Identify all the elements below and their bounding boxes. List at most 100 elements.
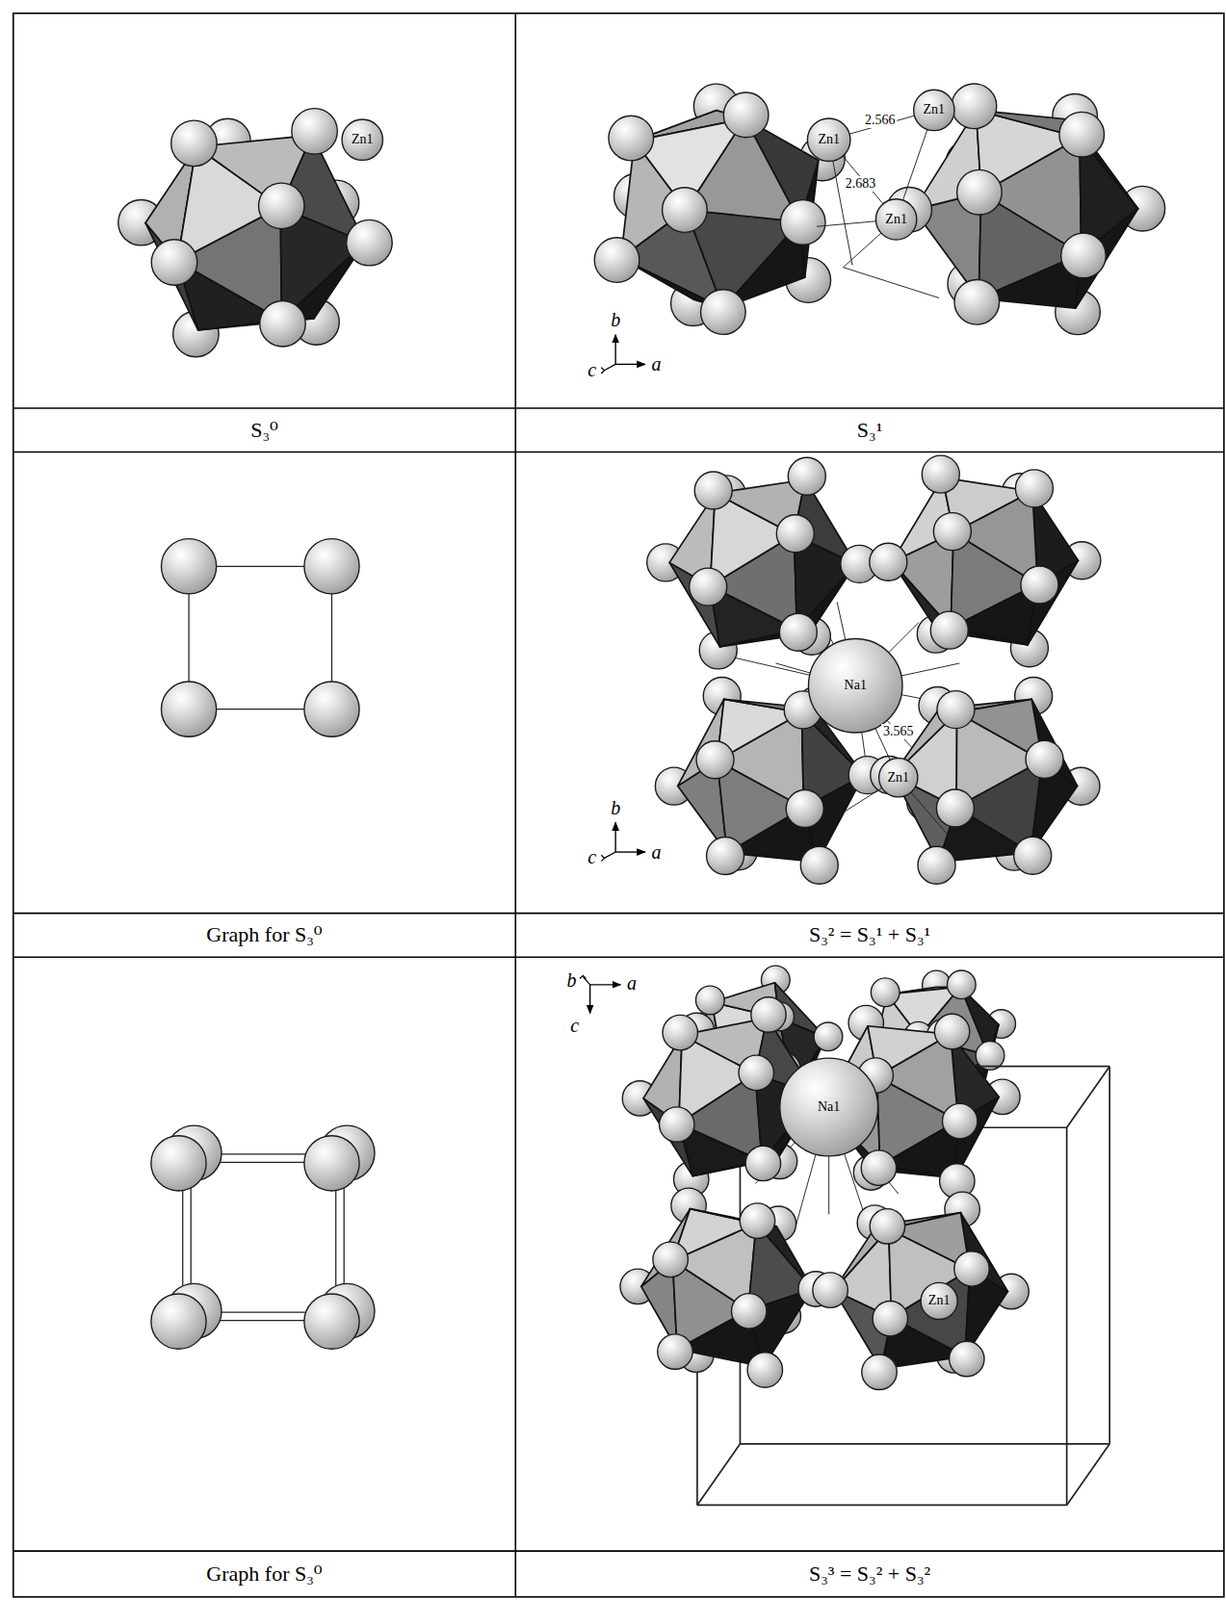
axis-label: c bbox=[570, 1016, 579, 1036]
atom-sphere bbox=[860, 1150, 896, 1186]
atom-sphere bbox=[812, 1273, 848, 1308]
graph-vertex bbox=[151, 1136, 207, 1192]
panel-s31 bbox=[594, 83, 1165, 374]
atom-sphere bbox=[780, 200, 826, 246]
axis-arrow bbox=[589, 985, 591, 1015]
cell-edge bbox=[1067, 1444, 1111, 1507]
table-rule bbox=[13, 1550, 1225, 1553]
atom-sphere bbox=[1025, 740, 1064, 779]
axis-label: a bbox=[652, 842, 662, 862]
panel-s30 bbox=[118, 108, 392, 358]
atom-sphere bbox=[171, 120, 217, 166]
axis-label: b bbox=[610, 310, 621, 330]
atom-sphere bbox=[930, 611, 968, 650]
atom-sphere bbox=[779, 613, 817, 652]
atom-sphere bbox=[879, 758, 918, 798]
atom-sphere bbox=[946, 970, 976, 1000]
atom-sphere bbox=[594, 237, 640, 284]
atom-sphere bbox=[695, 986, 725, 1016]
coordination-polyhedron bbox=[647, 457, 879, 670]
atom-sphere bbox=[954, 279, 1000, 325]
caption-text: S₃³ = S₃² + S₃² bbox=[808, 1562, 931, 1588]
atom-sphere bbox=[1061, 233, 1107, 279]
table-rule bbox=[13, 451, 1225, 454]
caption-text: S₃¹ bbox=[857, 417, 884, 444]
axis-triad bbox=[600, 822, 646, 861]
panel-s32 bbox=[600, 455, 1101, 885]
panel-s33 bbox=[579, 965, 1110, 1506]
atom-sphere bbox=[861, 1355, 897, 1390]
graph-vertex bbox=[160, 539, 216, 595]
graph-double-square bbox=[151, 1125, 375, 1350]
atom-sphere bbox=[787, 457, 826, 496]
atom-sphere bbox=[920, 1282, 958, 1320]
atom-sphere bbox=[751, 997, 786, 1033]
axis-triad bbox=[600, 335, 646, 374]
coordination-polyhedron bbox=[869, 455, 1101, 668]
drawing-group bbox=[13, 13, 1225, 1598]
atom-sphere bbox=[813, 1022, 843, 1052]
caption-cell: S₃² = S₃¹ + S₃¹ bbox=[515, 913, 1225, 959]
atom-sphere bbox=[1059, 111, 1105, 157]
atom-sphere bbox=[151, 239, 197, 286]
atom-label: Zn1 bbox=[817, 132, 840, 147]
atom-label: Na1 bbox=[817, 1100, 840, 1115]
atom-sphere bbox=[869, 1209, 905, 1245]
atom-sphere bbox=[662, 187, 708, 234]
atom-sphere bbox=[800, 846, 838, 885]
atom-sphere bbox=[776, 515, 814, 553]
graph-vertex bbox=[304, 1136, 360, 1192]
coordination-polyhedron bbox=[803, 1005, 1020, 1200]
table-rule bbox=[13, 912, 1225, 915]
distance-label: 3.565 bbox=[881, 724, 916, 740]
atom-label: Zn1 bbox=[886, 771, 910, 785]
atom-label: Zn1 bbox=[885, 212, 908, 227]
cell-edge bbox=[739, 1443, 1110, 1446]
atom-sphere bbox=[1020, 566, 1059, 604]
atom-sphere bbox=[689, 568, 728, 606]
caption-cell: S₃¹ bbox=[515, 408, 1225, 453]
coordination-polyhedron bbox=[118, 108, 392, 358]
axis-label: c bbox=[587, 360, 597, 380]
caption-text: S₃² = S₃¹ + S₃¹ bbox=[808, 922, 931, 948]
atom-label: Zn1 bbox=[923, 103, 946, 117]
atom-sphere bbox=[747, 1353, 783, 1388]
axis-arrow bbox=[590, 984, 622, 986]
atom-sphere bbox=[869, 543, 908, 581]
atom-sphere bbox=[694, 471, 732, 510]
axis-arrow bbox=[615, 364, 646, 366]
atom-sphere bbox=[608, 115, 654, 161]
caption-cell: S₃⁰ bbox=[13, 408, 516, 453]
graph-vertex bbox=[304, 1294, 360, 1350]
axis-label: c bbox=[587, 847, 597, 867]
cell-edge bbox=[697, 1444, 741, 1507]
atom-sphere bbox=[706, 836, 745, 875]
atom-sphere bbox=[696, 741, 734, 780]
coordination-polyhedron bbox=[812, 1192, 1029, 1390]
atom-sphere bbox=[951, 83, 997, 130]
unit-cell bbox=[697, 1067, 1110, 1507]
graph-vertex bbox=[304, 681, 360, 737]
cell-edge bbox=[1067, 1067, 1111, 1129]
graph-vertex bbox=[160, 681, 216, 737]
table-rule bbox=[514, 13, 517, 1598]
cell-edge bbox=[697, 1505, 1068, 1508]
atom-sphere bbox=[1014, 836, 1052, 875]
caption-cell: S₃³ = S₃² + S₃² bbox=[515, 1551, 1225, 1598]
atom-sphere bbox=[739, 1203, 775, 1239]
axis-label: a bbox=[652, 354, 662, 374]
atom-sphere bbox=[933, 513, 971, 551]
atom-sphere bbox=[657, 1334, 693, 1370]
axis-hook bbox=[579, 975, 591, 986]
caption-cell: Graph for S₃⁰ bbox=[13, 913, 516, 959]
atom-sphere bbox=[723, 92, 769, 138]
atom-sphere bbox=[652, 1242, 688, 1278]
atom-sphere bbox=[1015, 469, 1053, 508]
coordination-polyhedron bbox=[620, 1188, 834, 1388]
sodium-atom bbox=[808, 639, 903, 734]
axis-arrow bbox=[614, 822, 616, 853]
atom-sphere bbox=[913, 89, 955, 131]
atom-sphere bbox=[917, 846, 956, 885]
atom-sphere bbox=[807, 118, 851, 162]
graph-vertex bbox=[304, 539, 360, 595]
